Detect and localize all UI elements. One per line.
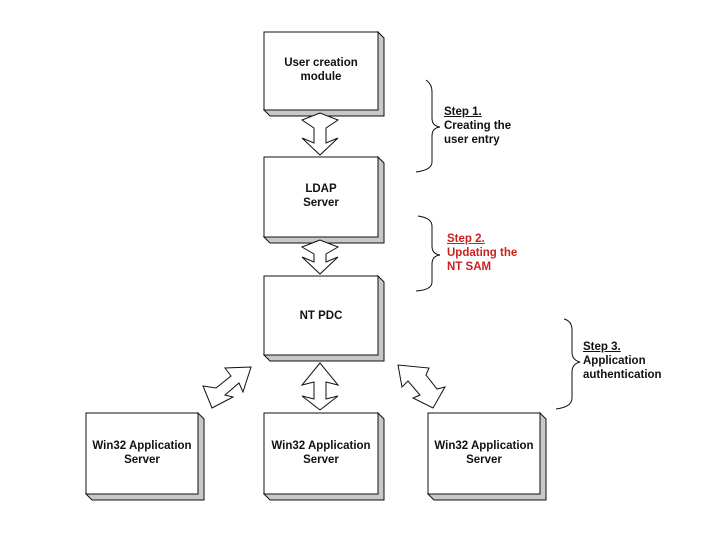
win32-center-box <box>263 412 379 495</box>
win32-center-line-2: Server <box>303 454 339 466</box>
user-creation-box <box>263 31 379 111</box>
arrow-user-to-ldap <box>300 112 340 156</box>
step2-note: Step 2. Updating the NT SAM <box>447 232 517 274</box>
arrow-right-to-ntpdc <box>397 364 447 409</box>
win32-left-box <box>85 412 199 495</box>
nt-pdc-line-1: NT PDC <box>299 310 343 322</box>
ldap-line-2: Server <box>303 197 339 209</box>
step2-bracket <box>415 215 441 292</box>
win32-right-line-2: Server <box>466 454 502 466</box>
step3-line-2: authentication <box>583 369 662 381</box>
win32-center-line-1: Win32 Application <box>271 440 371 452</box>
step1-bracket <box>415 79 441 173</box>
step1-note: Step 1. Creating the user entry <box>444 105 511 147</box>
arrow-center-to-ntpdc <box>300 362 340 411</box>
win32-center-label: Win32 Application Server <box>258 439 384 467</box>
user-creation-line-1: User creation <box>284 57 358 69</box>
step1-heading: Step 1. <box>444 106 482 118</box>
step2-line-2: NT SAM <box>447 261 492 273</box>
win32-left-label: Win32 Application Server <box>80 439 204 467</box>
nt-pdc-label: NT PDC <box>264 309 378 323</box>
win32-right-label: Win32 Application Server <box>422 439 546 467</box>
step1-line-1: Creating the <box>444 120 512 132</box>
ldap-box <box>263 156 379 238</box>
nt-pdc-box <box>263 275 379 356</box>
step3-note: Step 3. Application authentication <box>583 340 662 382</box>
step1-line-2: user entry <box>444 134 500 146</box>
ldap-line-1: LDAP <box>305 183 337 195</box>
user-creation-module-label: User creation module <box>264 56 378 84</box>
step3-bracket <box>555 318 581 410</box>
win32-left-line-1: Win32 Application <box>92 440 192 452</box>
step2-heading: Step 2. <box>447 233 485 245</box>
user-creation-line-2: module <box>300 71 342 83</box>
win32-right-box <box>427 412 541 495</box>
step2-line-1: Updating the <box>447 247 518 259</box>
arrow-left-to-ntpdc <box>202 366 252 409</box>
ldap-server-label: LDAP Server <box>264 182 378 210</box>
arrow-ldap-to-ntpdc <box>300 239 340 275</box>
step3-line-1: Application <box>583 355 646 367</box>
win32-right-line-1: Win32 Application <box>434 440 534 452</box>
step3-heading: Step 3. <box>583 341 621 353</box>
win32-left-line-2: Server <box>124 454 160 466</box>
